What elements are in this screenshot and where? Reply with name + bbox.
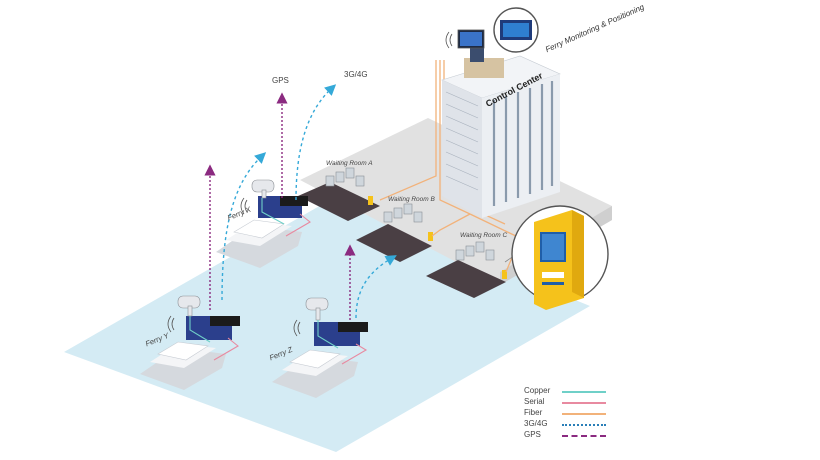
legend-swatch-serial xyxy=(562,402,606,404)
wifi-icon-building xyxy=(445,31,453,49)
legend-item: 3G/4G xyxy=(524,419,614,430)
ship-ferry-x xyxy=(216,196,308,268)
waiting-room-c-label: Waiting Room C xyxy=(460,232,508,239)
legend-swatch-fiber xyxy=(562,413,606,415)
legend-label: GPS xyxy=(524,430,541,439)
serial-link-x xyxy=(285,213,311,237)
ship-ferry-y xyxy=(140,316,240,390)
cellular-arrow-main xyxy=(295,84,337,201)
gangway-b xyxy=(356,224,432,262)
kiosk-c-small xyxy=(502,270,507,279)
legend-label: Copper xyxy=(524,386,551,395)
camera-ferry-x xyxy=(251,179,275,199)
legend-swatch-cellular xyxy=(562,424,606,426)
waiting-room-b-seats xyxy=(383,203,423,223)
serial-link-y xyxy=(213,337,239,361)
cellular-arrow-x xyxy=(221,152,267,301)
legend-swatch-gps xyxy=(562,435,606,437)
kiosk-a-small xyxy=(368,196,373,205)
legend-swatch-copper xyxy=(562,391,606,393)
legend: Copper Serial Fiber 3G/4G GPS xyxy=(524,386,614,441)
waiting-room-a-label: Waiting Room A xyxy=(326,160,373,167)
legend-item: Serial xyxy=(524,397,614,408)
cellular-arrow-z xyxy=(355,255,397,319)
legend-item: Copper xyxy=(524,386,614,397)
wifi-icon-ferry-y xyxy=(167,315,175,333)
waiting-room-c-seats xyxy=(455,241,495,261)
gangway-a xyxy=(298,182,380,221)
info-kiosk-large xyxy=(534,210,584,310)
gangway-c xyxy=(426,260,506,298)
legend-label: Fiber xyxy=(524,408,543,417)
wifi-icon-ferry-x xyxy=(240,197,248,215)
kiosk-b-small xyxy=(428,232,433,241)
copper-link-x xyxy=(261,198,285,225)
ship-ferry-z xyxy=(272,322,368,398)
legend-item: Fiber xyxy=(524,408,614,419)
serial-link-z xyxy=(341,343,368,365)
camera-ferry-z xyxy=(305,297,329,321)
wifi-icon-ferry-z xyxy=(293,319,301,337)
cellular-label: 3G/4G xyxy=(344,70,368,79)
waiting-room-a-seats xyxy=(325,167,365,187)
legend-label: 3G/4G xyxy=(524,419,548,428)
copper-link-y xyxy=(189,316,211,343)
gps-label: GPS xyxy=(272,76,289,85)
copper-link-z xyxy=(317,320,339,349)
control-center-building xyxy=(441,48,561,218)
waiting-room-b-label: Waiting Room B xyxy=(388,196,435,203)
legend-label: Serial xyxy=(524,397,545,406)
legend-item: GPS xyxy=(524,430,614,441)
